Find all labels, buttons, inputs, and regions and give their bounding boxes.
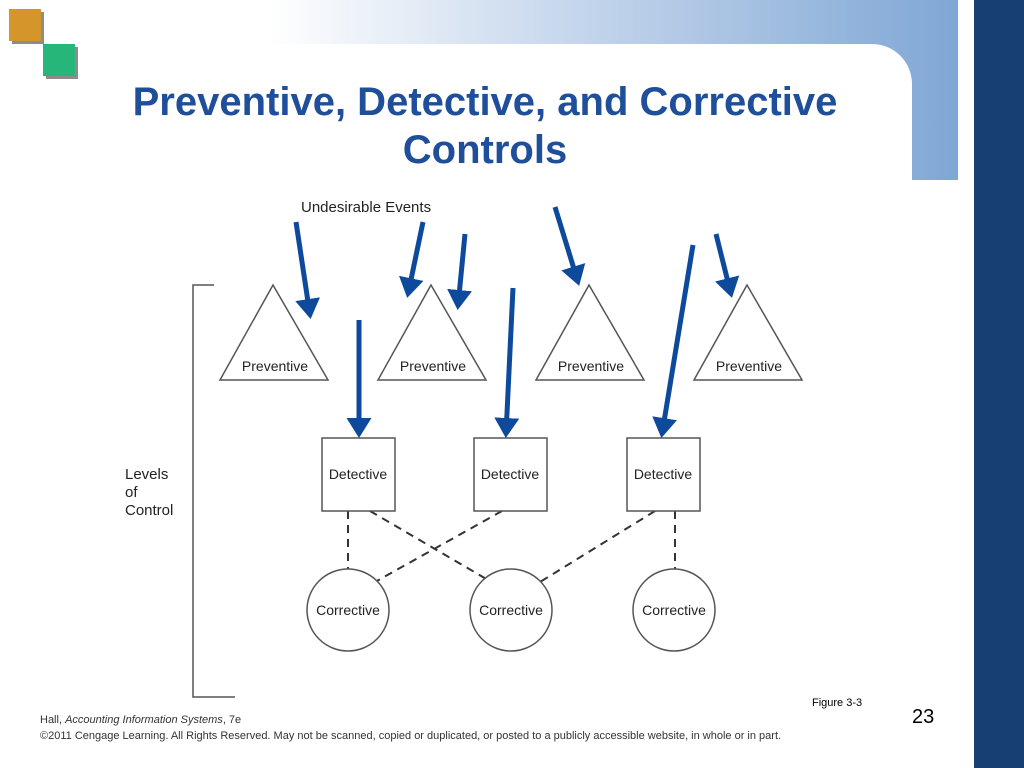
event-arrow	[652, 244, 696, 438]
footer: Hall, Accounting Information Systems, 7e…	[40, 712, 781, 744]
event-arrow	[399, 221, 426, 298]
footer-citation: Hall, Accounting Information Systems, 7e	[40, 712, 781, 728]
content-panel	[0, 44, 912, 768]
detective-box	[321, 437, 396, 512]
preventive-control-4: Preventive	[692, 283, 804, 381]
footer-author: Hall,	[40, 714, 66, 726]
undesirable-events-label: Undesirable Events	[301, 199, 431, 216]
preventive-triangle	[376, 283, 488, 381]
levels-bracket	[192, 284, 235, 698]
corrective-label: Corrective	[479, 602, 543, 618]
corrective-control-3: Corrective	[632, 568, 716, 652]
detective-box	[626, 437, 701, 512]
slide-title: Preventive, Detective, and Corrective Co…	[132, 80, 838, 172]
preventive-control-1: Preventive	[218, 283, 330, 381]
event-arrow	[552, 206, 586, 286]
corrective-control-2: Corrective	[469, 568, 553, 652]
event-arrow	[713, 233, 740, 298]
event-arrow	[494, 287, 520, 438]
detective-label: Detective	[634, 466, 693, 482]
connector-line	[539, 510, 656, 583]
preventive-control-3: Preventive	[534, 283, 646, 381]
preventive-triangle	[534, 283, 646, 381]
levels-label-line-3: Control	[125, 502, 173, 519]
event-arrow	[293, 221, 320, 319]
event-arrow	[447, 233, 472, 310]
corrective-circle	[632, 568, 716, 652]
levels-label-line-1: Levels	[125, 466, 168, 483]
corrective-label: Corrective	[642, 602, 706, 618]
connector-line	[374, 510, 503, 583]
footer-book-title: Accounting Information Systems	[65, 714, 223, 726]
detective-control-3: Detective	[626, 437, 701, 512]
levels-of-control-label: Levels of Control	[125, 466, 173, 519]
orange-square-decoration	[9, 9, 41, 41]
detective-label: Detective	[329, 466, 388, 482]
detective-control-2: Detective	[473, 437, 548, 512]
detective-corrective-connectors	[347, 510, 676, 583]
preventive-label: Preventive	[400, 358, 466, 374]
corrective-label: Corrective	[316, 602, 380, 618]
corrective-circle	[306, 568, 390, 652]
detective-box	[473, 437, 548, 512]
detective-control-1: Detective	[321, 437, 396, 512]
page-number: 23	[912, 706, 935, 728]
preventive-triangle	[218, 283, 330, 381]
footer-edition: , 7e	[222, 714, 242, 726]
preventive-label: Preventive	[242, 358, 308, 374]
levels-label-line-2: of	[125, 484, 138, 501]
footer-copyright: ©2011 Cengage Learning. All Rights Reser…	[40, 730, 782, 742]
corrective-circle	[469, 568, 553, 652]
preventive-control-2: Preventive	[376, 283, 488, 381]
right-accent-bar	[974, 0, 1024, 768]
figure-label: Figure 3-3	[812, 697, 863, 709]
preventive-triangle	[692, 283, 804, 381]
preventive-label: Preventive	[558, 358, 624, 374]
green-square-decoration	[43, 44, 75, 76]
corrective-control-1: Corrective	[306, 568, 390, 652]
detective-label: Detective	[481, 466, 540, 482]
preventive-label: Preventive	[716, 358, 782, 374]
undesirable-event-arrows	[293, 206, 740, 438]
connector-line	[369, 510, 489, 581]
